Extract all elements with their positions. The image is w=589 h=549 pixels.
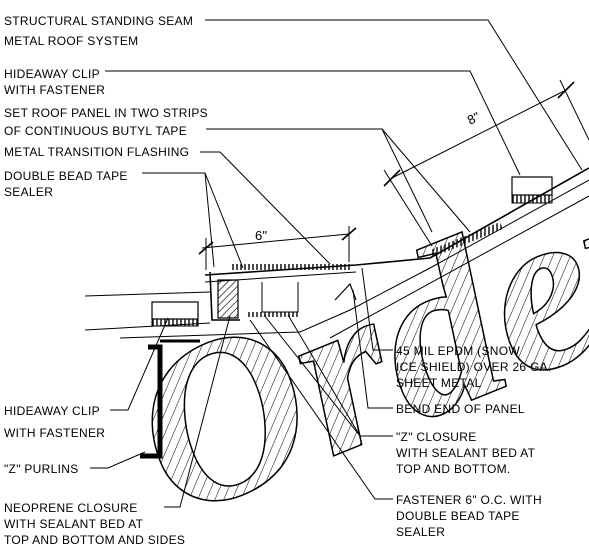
label-double-bead-line2: SEALER	[4, 185, 53, 199]
label-neoprene-line1: NEOPRENE CLOSURE	[4, 501, 138, 515]
leader-clip-top	[105, 70, 521, 176]
label-z-closure-line1: "Z" CLOSURE	[396, 430, 477, 444]
leader-epdm	[361, 267, 393, 351]
leader-double-bead-a	[142, 172, 215, 268]
dim-6-tick-left	[198, 241, 214, 255]
label-set-panel-line2: OF CONTINUOUS BUTYL TAPE	[4, 124, 187, 138]
dimensions	[198, 79, 589, 270]
leader-lines	[90, 19, 583, 508]
leader-bend-end	[352, 289, 393, 409]
label-epdm-line1: 45 MIL EPDM (SNOW	[396, 344, 520, 358]
dim-8-ext-right	[559, 79, 589, 141]
label-fastener-line3: SEALER	[396, 525, 445, 539]
label-bend-end: BEND END OF PANEL	[396, 402, 525, 416]
dim-8-line	[391, 89, 567, 179]
dim-8-tick-left	[383, 169, 401, 187]
butyl-tape-strip-lower	[230, 264, 350, 270]
panel-end-flashing	[209, 271, 240, 321]
z-closure-sealant	[248, 312, 298, 317]
leader-z-purlins	[90, 451, 146, 469]
label-fastener-line2: DOUBLE BEAD TAPE	[396, 509, 520, 523]
label-roof-system-line2: METAL ROOF SYSTEM	[4, 34, 138, 48]
labels-group: STRUCTURAL STANDING SEAM METAL ROOF SYST…	[4, 14, 552, 547]
label-z-purlins: "Z" PURLINS	[4, 462, 79, 476]
label-z-closure-line3: TOP AND BOTTOM.	[396, 462, 511, 476]
neoprene-closure	[217, 279, 239, 319]
dim-8-label: 8"	[465, 109, 483, 128]
clip-upper-base	[511, 194, 553, 204]
butyl-tape-strip-upper	[430, 222, 503, 257]
roof-assembly	[84, 167, 589, 459]
label-hideaway-clip-top-line1: HIDEAWAY CLIP	[4, 67, 100, 81]
leader-z-closure-b	[287, 314, 361, 437]
leader-set-panel-b	[381, 128, 471, 233]
clip-lower-base	[151, 318, 199, 327]
dim-8-ext-left	[383, 169, 433, 247]
label-epdm-line3: SHEET METAL	[396, 376, 482, 390]
label-hideaway-clip-low-line1: HIDEAWAY CLIP	[4, 404, 100, 418]
dim-8-tick-right	[557, 81, 575, 99]
leader-transition-flashing	[200, 151, 331, 265]
lower-roof-deck	[119, 331, 301, 339]
dim-6-line	[201, 233, 350, 249]
label-roof-system-line1: STRUCTURAL STANDING SEAM	[4, 14, 193, 28]
leader-double-bead-b	[204, 172, 244, 269]
label-set-panel-line1: SET ROOF PANEL IN TWO STRIPS	[4, 106, 208, 120]
leader-fastener	[249, 319, 393, 500]
dim-6-label: 6"	[255, 228, 268, 243]
label-epdm-line2: ICE SHIELD) OVER 26 GA.	[396, 360, 552, 374]
label-transition-flashing: METAL TRANSITION FLASHING	[4, 145, 189, 159]
label-fastener-line1: FASTENER 6" O.C. WITH	[396, 493, 542, 507]
label-hideaway-clip-low-line2: WITH FASTENER	[4, 426, 105, 440]
lower-roof-line-top	[84, 291, 211, 297]
leader-roof-system	[205, 19, 583, 171]
leader-neoprene	[164, 315, 231, 508]
dim-6-tick-right	[341, 227, 357, 241]
label-hideaway-clip-top-line2: WITH FASTENER	[4, 83, 105, 97]
z-purlin	[140, 344, 163, 459]
order-watermark: Order	[98, 118, 589, 549]
label-z-closure-line2: WITH SEALANT BED AT	[396, 446, 536, 460]
upper-roof-deck	[299, 179, 589, 333]
label-neoprene-line2: WITH SEALANT BED AT	[4, 517, 144, 531]
label-neoprene-line3: TOP AND BOTTOM AND SIDES	[4, 533, 185, 547]
panel-bend	[334, 282, 357, 301]
upper-roof-deck-lower	[329, 195, 589, 339]
label-double-bead-line1: DOUBLE BEAD TAPE	[4, 169, 128, 183]
